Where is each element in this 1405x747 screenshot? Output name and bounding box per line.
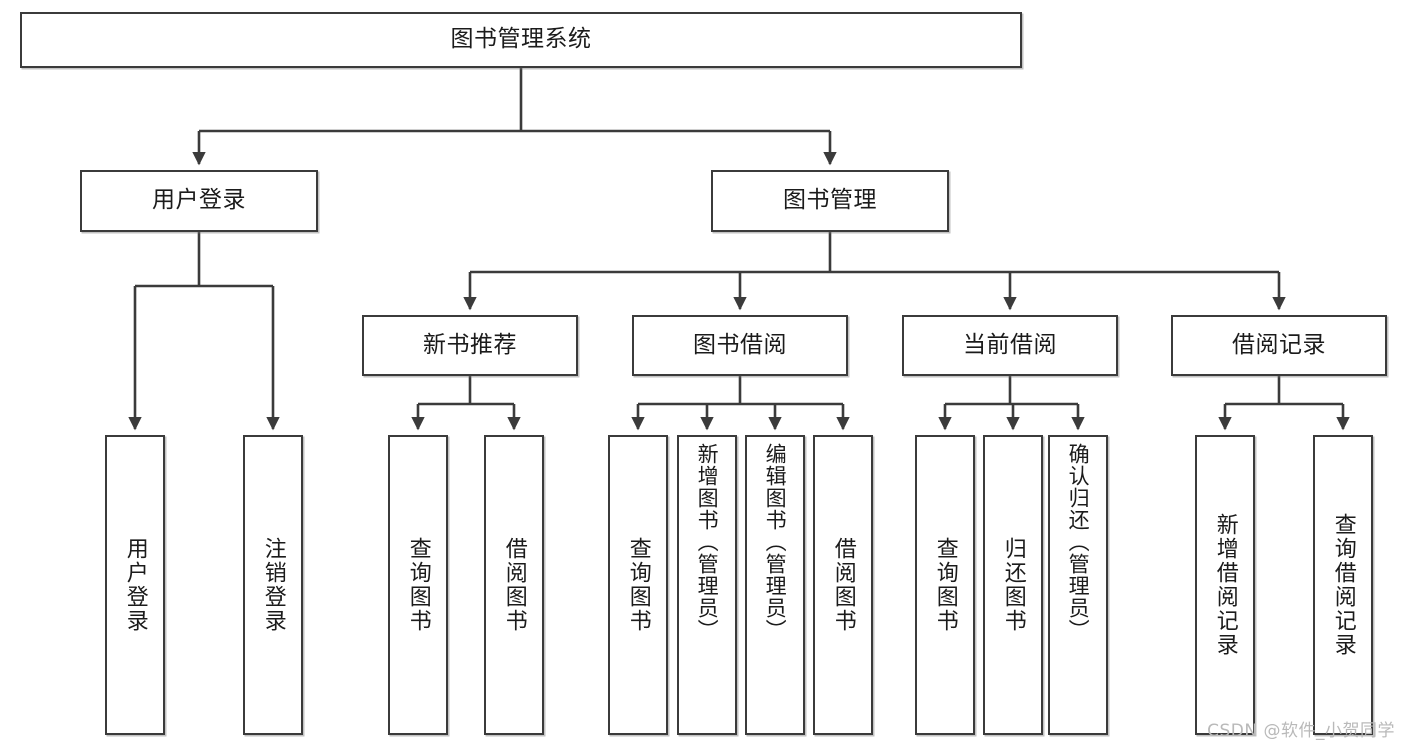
node-leaf-query-borrow-record[interactable]: 查询借阅记录 bbox=[1313, 435, 1373, 735]
node-leaf-query-book-recommend[interactable]: 查询图书 bbox=[388, 435, 448, 735]
node-leaf-add-book-admin[interactable]: 新增图书（管理员） bbox=[677, 435, 737, 735]
node-book-borrow-label: 图书借阅 bbox=[693, 331, 787, 358]
node-leaf-logout-login[interactable]: 注销登录 bbox=[243, 435, 303, 735]
node-leaf-confirm-return-admin[interactable]: 确认归还（管理员） bbox=[1048, 435, 1108, 735]
node-leaf-borrow-book[interactable]: 借阅图书 bbox=[813, 435, 873, 735]
node-borrow-record-label: 借阅记录 bbox=[1232, 331, 1326, 358]
node-user-login[interactable]: 用户登录 bbox=[80, 170, 318, 232]
node-leaf-edit-book-admin[interactable]: 编辑图书（管理员） bbox=[745, 435, 805, 735]
node-leaf-confirm-return-admin-label: 确认归还（管理员） bbox=[1066, 443, 1091, 641]
node-leaf-query-borrow-record-label: 查询借阅记录 bbox=[1330, 513, 1356, 657]
node-leaf-query-book-recommend-label: 查询图书 bbox=[405, 537, 431, 633]
node-new-book-recommend[interactable]: 新书推荐 bbox=[362, 315, 578, 376]
node-book-borrow[interactable]: 图书借阅 bbox=[632, 315, 848, 376]
node-leaf-add-book-admin-label: 新增图书（管理员） bbox=[695, 443, 720, 641]
node-leaf-add-borrow-record[interactable]: 新增借阅记录 bbox=[1195, 435, 1255, 735]
node-new-book-recommend-label: 新书推荐 bbox=[423, 331, 517, 358]
node-leaf-logout-login-label: 注销登录 bbox=[260, 537, 286, 633]
node-borrow-record[interactable]: 借阅记录 bbox=[1171, 315, 1387, 376]
node-leaf-query-book-current[interactable]: 查询图书 bbox=[915, 435, 975, 735]
node-leaf-borrow-book-recommend[interactable]: 借阅图书 bbox=[484, 435, 544, 735]
node-leaf-query-book-current-label: 查询图书 bbox=[932, 537, 958, 633]
node-user-login-label: 用户登录 bbox=[152, 187, 246, 214]
node-leaf-query-book-borrow[interactable]: 查询图书 bbox=[608, 435, 668, 735]
node-leaf-return-book-label: 归还图书 bbox=[1000, 537, 1026, 633]
node-leaf-user-login[interactable]: 用户登录 bbox=[105, 435, 165, 735]
node-book-manage[interactable]: 图书管理 bbox=[711, 170, 949, 232]
node-current-borrow-label: 当前借阅 bbox=[963, 331, 1057, 358]
node-leaf-add-borrow-record-label: 新增借阅记录 bbox=[1212, 513, 1238, 657]
node-book-manage-label: 图书管理 bbox=[783, 187, 877, 214]
node-leaf-borrow-book-label: 借阅图书 bbox=[830, 537, 856, 633]
node-leaf-borrow-book-recommend-label: 借阅图书 bbox=[501, 537, 527, 633]
node-leaf-edit-book-admin-label: 编辑图书（管理员） bbox=[763, 443, 788, 641]
watermark: CSDN @软件_小贺同学 bbox=[1207, 721, 1395, 741]
node-leaf-user-login-label: 用户登录 bbox=[122, 537, 148, 633]
node-current-borrow[interactable]: 当前借阅 bbox=[902, 315, 1118, 376]
node-root-label: 图书管理系统 bbox=[450, 26, 592, 53]
node-leaf-return-book[interactable]: 归还图书 bbox=[983, 435, 1043, 735]
node-root-book-management-system[interactable]: 图书管理系统 bbox=[20, 12, 1022, 68]
node-leaf-query-book-borrow-label: 查询图书 bbox=[625, 537, 651, 633]
